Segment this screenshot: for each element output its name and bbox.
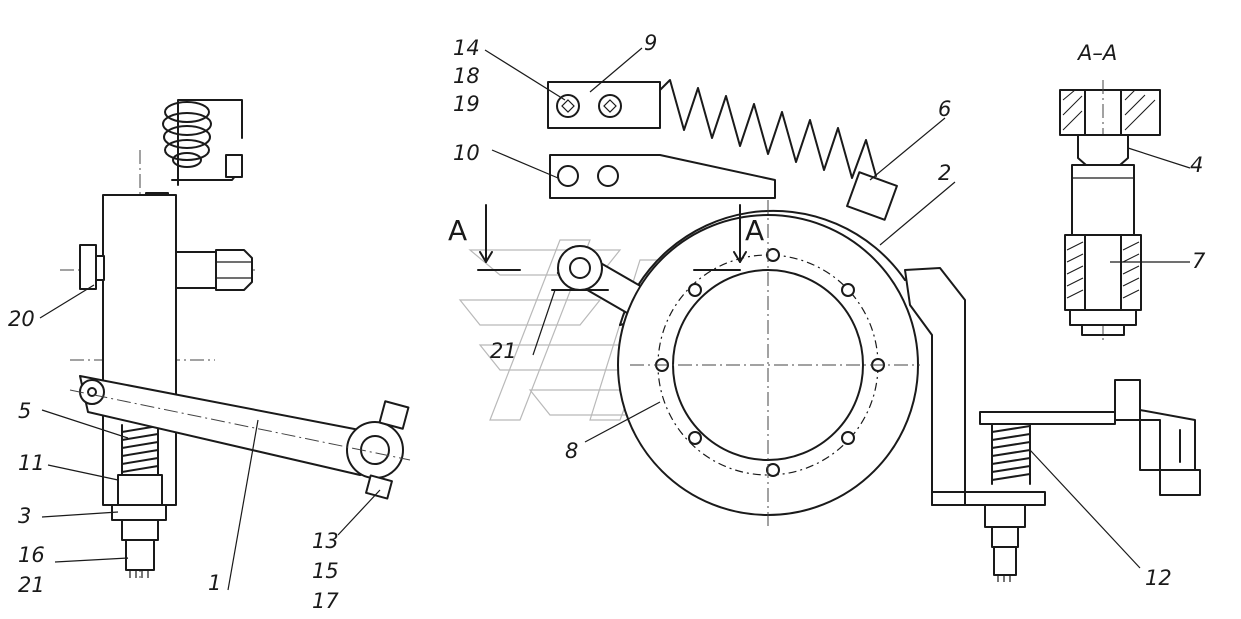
callout-14: 14: [453, 36, 480, 60]
callout-21-left: 21: [18, 573, 45, 597]
leader-lines: [39, 47, 1191, 591]
section-title: A–A: [1076, 41, 1117, 65]
center-view: [477, 79, 1201, 582]
callout-21-center: 21: [490, 339, 517, 363]
callout-17: 17: [312, 589, 339, 613]
callout-4: 4: [1190, 153, 1203, 177]
callout-7: 7: [1192, 249, 1206, 273]
callout-13: 13: [312, 529, 339, 553]
left-view: [60, 99, 255, 580]
callout-5: 5: [18, 399, 31, 423]
labels: A–A A A 14 18 19 9 10 6 2 4 7 8 12 21 20…: [8, 31, 1206, 613]
callout-10: 10: [453, 141, 480, 165]
callout-2: 2: [938, 161, 951, 185]
lever-arm: [69, 375, 411, 500]
callout-16: 16: [18, 543, 45, 567]
callout-11: 11: [18, 451, 45, 475]
callout-12: 12: [1145, 566, 1172, 590]
callout-15: 15: [312, 559, 339, 583]
callout-3: 3: [18, 504, 31, 528]
callout-20: 20: [8, 307, 35, 331]
section-mark-right: A: [745, 214, 764, 247]
callout-1: 1: [208, 571, 221, 595]
section-mark-left: A: [448, 214, 467, 247]
callout-9: 9: [644, 31, 657, 55]
callout-6: 6: [938, 97, 951, 121]
callout-19: 19: [453, 92, 480, 116]
callout-8: 8: [565, 439, 578, 463]
section-aa: [1059, 80, 1161, 340]
callout-18: 18: [453, 64, 480, 88]
